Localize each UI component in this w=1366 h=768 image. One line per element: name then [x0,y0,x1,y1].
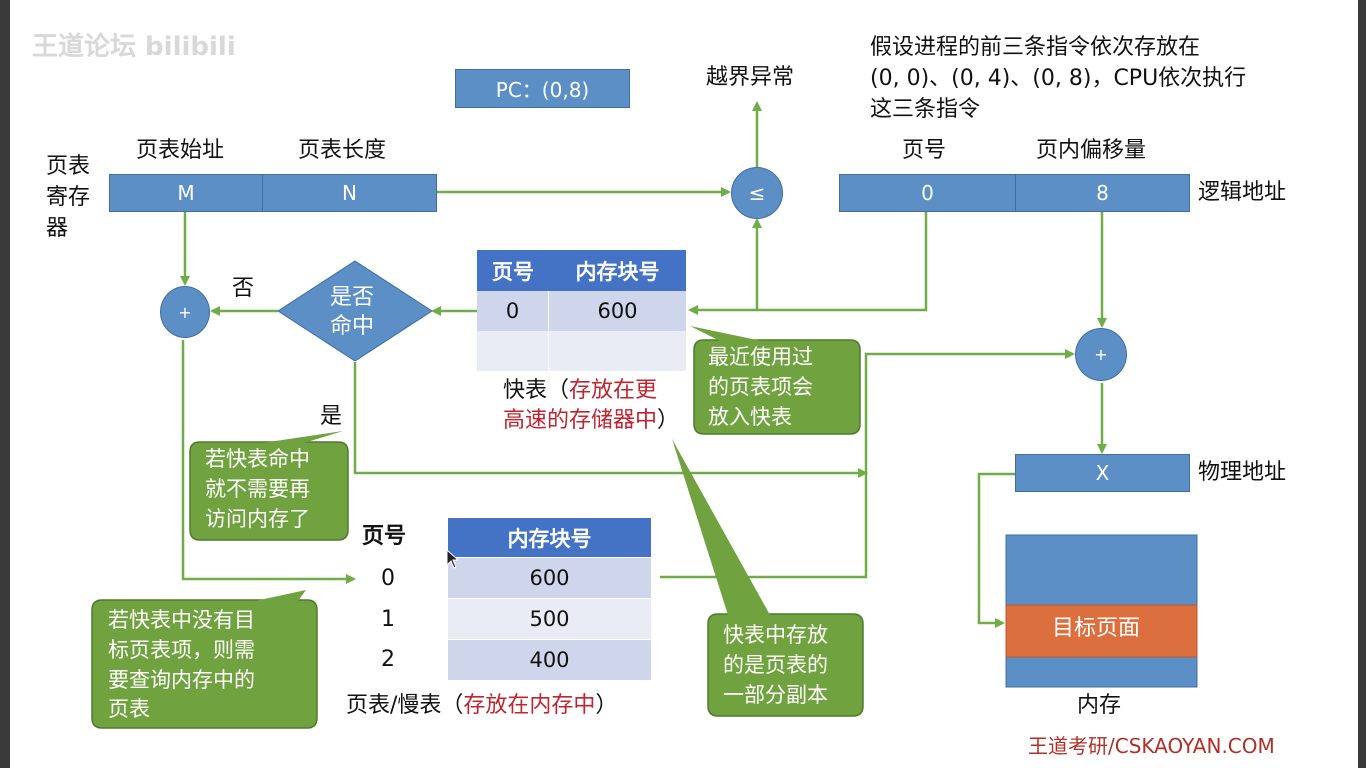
pagetable-row1-block: 600 [448,558,651,598]
hit-decision-diamond [277,260,433,362]
ptr-length-value: N [262,174,437,212]
callout-hit-3: 访问内存了 [205,507,310,531]
callout-miss-3: 要查询内存中的 [108,668,255,692]
logical-offset-header: 页内偏移量 [1036,138,1147,163]
memory-label: 内存 [1077,693,1122,718]
memory-target-page [1005,604,1198,658]
callout-hit-1: 若快表命中 [205,447,310,471]
tlb-row2-block [549,331,686,371]
logical-page-value: 0 [839,174,1016,212]
note-line-3: 这三条指令 [870,97,981,122]
callout-hit-pointer [262,431,343,443]
callout-copy-2: 的是页表的 [723,653,828,677]
callout-recent-shape [693,339,861,435]
footer-brand: 王道考研/CSKAOYAN.COM [1028,734,1275,758]
callout-hit-2: 就不需要再 [205,477,310,501]
callout-miss-pointer [255,590,306,601]
callout-recent-2: 的页表项会 [708,375,813,399]
pagetable-row3-block: 400 [448,640,651,680]
arrow-plus-to-pagetable [181,340,356,584]
overflow-exception-label: 越界异常 [706,65,795,90]
watermark: 王道论坛 bilibili [32,32,236,62]
tlb-header-block: 内存块号 [549,250,686,291]
callout-hit-shape [189,441,349,541]
decision-line2: 命中 [330,314,375,339]
ptr-length-header: 页表长度 [298,138,387,163]
pagetable-row2-page: 1 [381,607,395,632]
arrow-hit-path [353,362,868,478]
callout-miss-1: 若快表中没有目 [108,608,255,632]
logical-address-label: 逻辑地址 [1198,180,1287,205]
memory-target-label: 目标页面 [1052,616,1141,641]
arrow-pageno-to-tlb [688,212,928,315]
pagetable-caption: 页表/慢表（存放在内存中） [346,693,618,718]
mouse-cursor-icon [446,549,458,569]
tlb-row1-block: 600 [549,291,686,331]
pagetable-page-header: 页号 [362,524,407,549]
callout-copy-1: 快表中存放 [723,623,828,647]
callout-copy-pointer [672,439,770,615]
ptr-label-1: 页表 [46,154,91,179]
physical-address-value: X [1015,454,1190,492]
pagetable-row2-block: 500 [448,599,651,639]
logical-offset-value: 8 [1015,174,1190,212]
logical-page-header: 页号 [902,138,947,163]
ptr-start-header: 页表始址 [136,138,225,163]
tlb-row2-page [477,331,549,371]
plus-circle-left: + [160,286,210,338]
callout-miss-4: 页表 [108,697,150,721]
arrow-physical-to-memory [977,472,1015,628]
physical-address-label: 物理地址 [1198,460,1287,485]
arrow-block-to-plus2 [660,349,1075,579]
tlb-row1-page: 0 [477,291,549,331]
callout-recent-1: 最近使用过 [708,345,813,369]
compare-circle: ≤ [731,167,783,219]
pc-register: PC：(0,8) [455,69,630,108]
tlb-caption-line1: 快表（存放在更 [503,378,658,403]
ptr-start-value: M [109,174,263,212]
tlb-header-page: 页号 [477,250,549,291]
callout-copy-shape [707,613,864,717]
plus-circle-right: + [1075,328,1127,381]
callout-miss-shape [91,599,318,729]
decision-line1: 是否 [330,285,375,310]
callout-miss-2: 标页表项，则需 [108,638,255,662]
note-line-2: (0, 0)、(0, 4)、(0, 8)，CPU依次执行 [870,66,1247,91]
tlb-caption-line2: 高速的存储器中） [503,408,680,433]
callout-copy-3: 一部分副本 [723,683,828,707]
ptr-label-3: 器 [46,216,69,241]
ptr-label-2: 寄存 [46,185,91,210]
note-line-1: 假设进程的前三条指令依次存放在 [870,35,1201,60]
pagetable-block-header: 内存块号 [448,518,651,557]
callout-recent-3: 放入快表 [708,405,792,429]
pagetable-row3-page: 2 [381,647,395,672]
decision-no-label: 否 [232,276,255,301]
decision-yes-label: 是 [320,404,343,429]
callout-recent-pointer [690,326,762,341]
pagetable-row1-page: 0 [381,566,395,591]
